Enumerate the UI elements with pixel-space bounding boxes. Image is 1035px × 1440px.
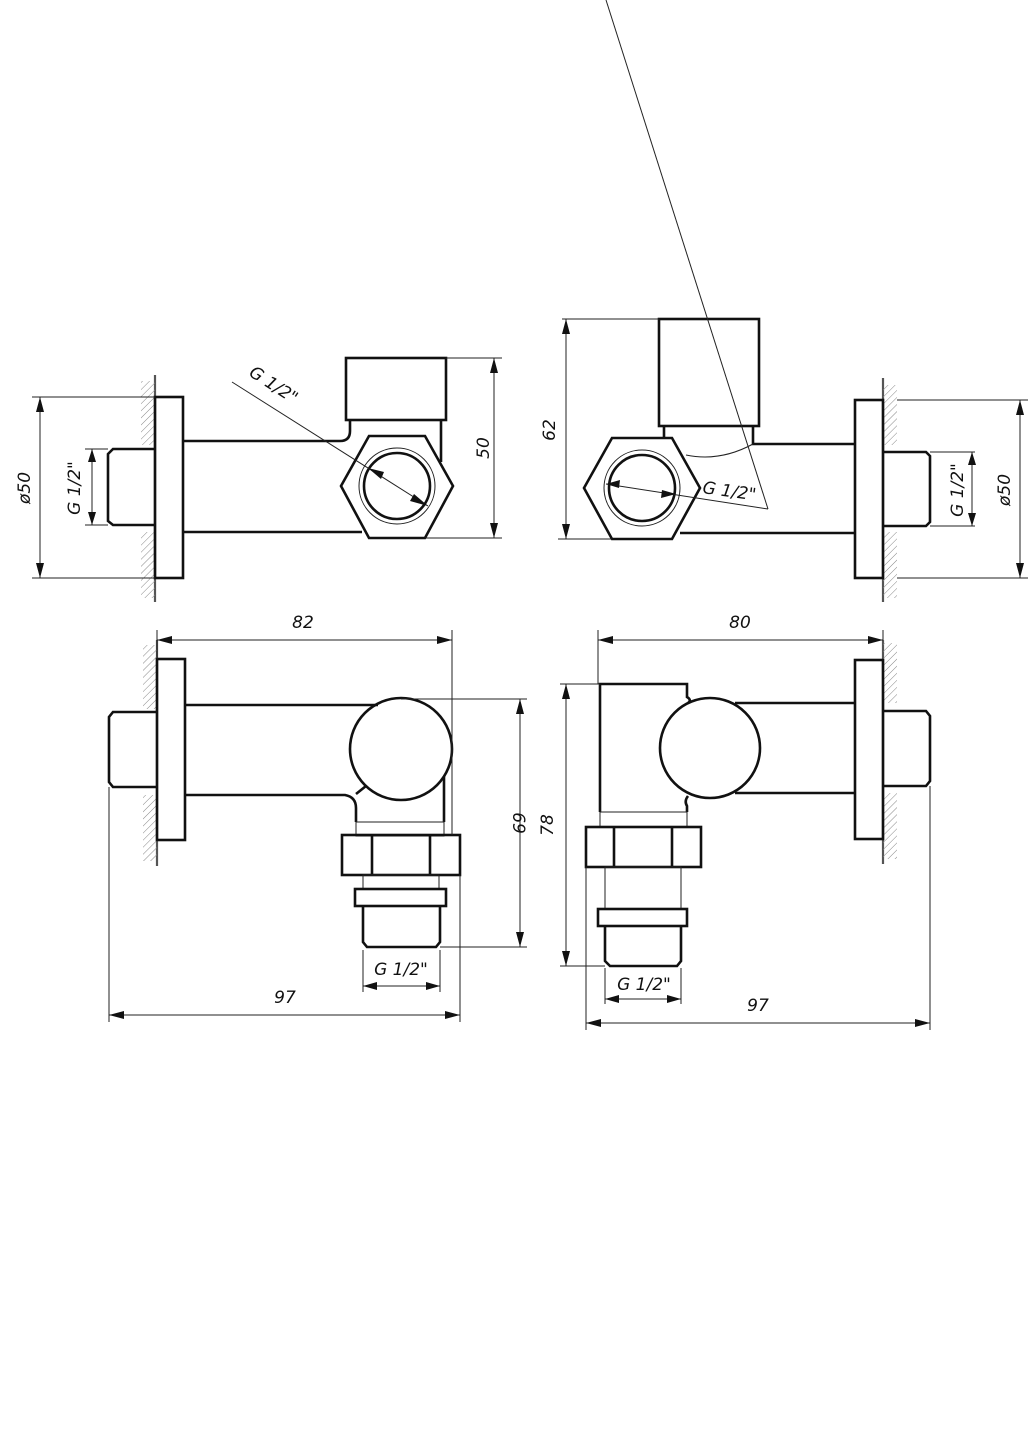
thread-circle: [358, 447, 436, 525]
inlet-thread: [883, 450, 932, 528]
dim-height: 50: [474, 437, 494, 459]
dim-outlet-thread: G 1/2": [245, 362, 301, 408]
body-bottom: [185, 793, 358, 822]
top-right-view: 62 G 1/2" G 1/2" ø50: [540, 0, 1028, 602]
outlet-thread: [361, 906, 442, 949]
flange: [853, 398, 885, 580]
thread-circle: [603, 449, 681, 527]
dim-height: 78: [538, 814, 558, 836]
inlet-thread: [107, 710, 157, 789]
inlet-thread: [106, 447, 155, 527]
dim-height: 62: [540, 419, 560, 441]
dim-flange-diameter: ø50: [15, 472, 35, 505]
wall-hatch: [143, 645, 157, 709]
body-block-lower: [684, 795, 690, 812]
hex-nut: [339, 434, 455, 540]
lock-ring: [353, 887, 448, 908]
wall-hatch: [883, 793, 897, 859]
bottom-left-view: 82 69 G 1/2" 97: [107, 613, 528, 1022]
flange: [155, 657, 187, 842]
dim-flange-diameter: ø50: [995, 474, 1015, 507]
dim-inlet-thread: G 1/2": [65, 461, 85, 515]
union-nut: [340, 833, 462, 877]
dim-inlet-thread: G 1/2": [948, 463, 968, 517]
wall-hatch: [141, 532, 155, 598]
handle-curve: [685, 443, 754, 458]
dim-height: 69: [508, 812, 528, 834]
wall-hatch: [143, 795, 157, 861]
body-top: [183, 420, 352, 443]
nut-neck: [599, 811, 688, 828]
dim-outlet-thread: G 1/2": [701, 478, 757, 505]
bottom-right-view: 80 78 G 1/2" 97: [538, 613, 932, 1030]
wall-hatch: [141, 381, 155, 445]
body-top: [751, 426, 855, 446]
outlet-bore: [362, 451, 432, 521]
hex-nut: [582, 436, 702, 541]
handle-knob: [658, 696, 762, 800]
union-nut: [584, 825, 703, 869]
handle-cap: [344, 356, 448, 422]
body-joint: [355, 784, 367, 796]
wall-hatch: [883, 532, 897, 598]
inlet-thread: [883, 709, 932, 788]
dim-overall-length: 97: [274, 988, 296, 1008]
body-block: [598, 682, 692, 812]
flange: [153, 395, 185, 580]
outlet-bore: [607, 453, 677, 523]
lock-ring: [596, 907, 689, 928]
dim-outlet-thread: G 1/2": [374, 960, 428, 980]
dim-outlet-thread: G 1/2": [617, 975, 671, 995]
handle-knob: [348, 696, 454, 802]
dim-body-width: 80: [729, 613, 751, 633]
handle-cap: [657, 317, 761, 428]
wall-hatch: [883, 385, 897, 445]
wall-hatch: [883, 643, 897, 703]
top-left-view: ø50 G 1/2" G 1/2" 50: [15, 356, 502, 602]
dim-overall-length: 97: [747, 996, 769, 1016]
flange: [853, 658, 885, 841]
outlet-thread: [603, 926, 683, 968]
dim-body-width: 82: [292, 613, 314, 633]
